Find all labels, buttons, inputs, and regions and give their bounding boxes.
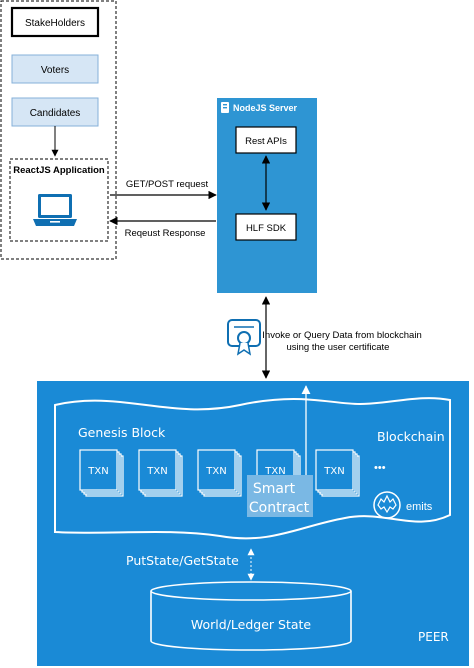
emits-label: emits (406, 501, 433, 513)
txn-label: TXN (205, 466, 226, 477)
putstate-label: PutState/GetState (126, 553, 239, 568)
stakeholders-group (0, 0, 117, 260)
rest-apis-label: Rest APIs (245, 136, 287, 147)
nodejs-server-title: NodeJS Server (233, 103, 298, 113)
server-icon (221, 102, 229, 113)
invoke-label-line2: using the user certificate (287, 342, 390, 353)
txn-label: TXN (264, 466, 285, 477)
txn-stack: TXN (197, 449, 242, 497)
react-app-title: ReactJS Application (13, 165, 105, 176)
txn-label: TXN (146, 466, 167, 477)
blockchain-label: Blockchain (377, 429, 445, 444)
voters-label: Voters (41, 65, 69, 76)
genesis-block-label: Genesis Block (78, 425, 166, 440)
stakeholders-box[interactable] (10, 6, 100, 38)
hlf-sdk-box[interactable] (235, 213, 297, 241)
laptop-icon (33, 194, 77, 226)
peer-label: PEER (418, 630, 449, 644)
stakeholders-label: StakeHolders (25, 18, 85, 29)
emits-icon (373, 491, 401, 519)
txn-stack: TXN (315, 449, 360, 497)
txn-stack: TXN (138, 449, 183, 497)
world-state-cylinder[interactable] (150, 581, 352, 651)
voters-box[interactable] (11, 54, 99, 84)
txn-stack: TXN (79, 449, 124, 497)
blockchain-ribbon (54, 397, 451, 540)
rest-apis-box[interactable] (235, 126, 297, 154)
certificate-icon (227, 319, 261, 356)
invoke-label-line1: Invoke or Query Data from blockchain (262, 330, 421, 341)
smart-contract-box[interactable] (247, 475, 313, 517)
txn-page (315, 449, 354, 491)
candidates-label: Candidates (30, 108, 81, 119)
smart-contract-line2: Contract (249, 500, 310, 516)
hlf-sdk-label: HLF SDK (246, 223, 287, 234)
txn-label: TXN (87, 466, 108, 477)
smart-contract-line1: Smart (253, 481, 296, 497)
txn-stacks: TXN TXN TXN TXN TXN (79, 449, 360, 497)
txn-page (197, 449, 236, 491)
txn-page (138, 449, 177, 491)
get-post-label: GET/POST request (126, 179, 209, 190)
txn-label: TXN (323, 466, 344, 477)
txn-page (79, 449, 118, 491)
more-blocks-dots: ••• (374, 462, 386, 474)
response-label: Reqeust Response (125, 228, 206, 239)
world-state-label: World/Ledger State (191, 617, 312, 632)
